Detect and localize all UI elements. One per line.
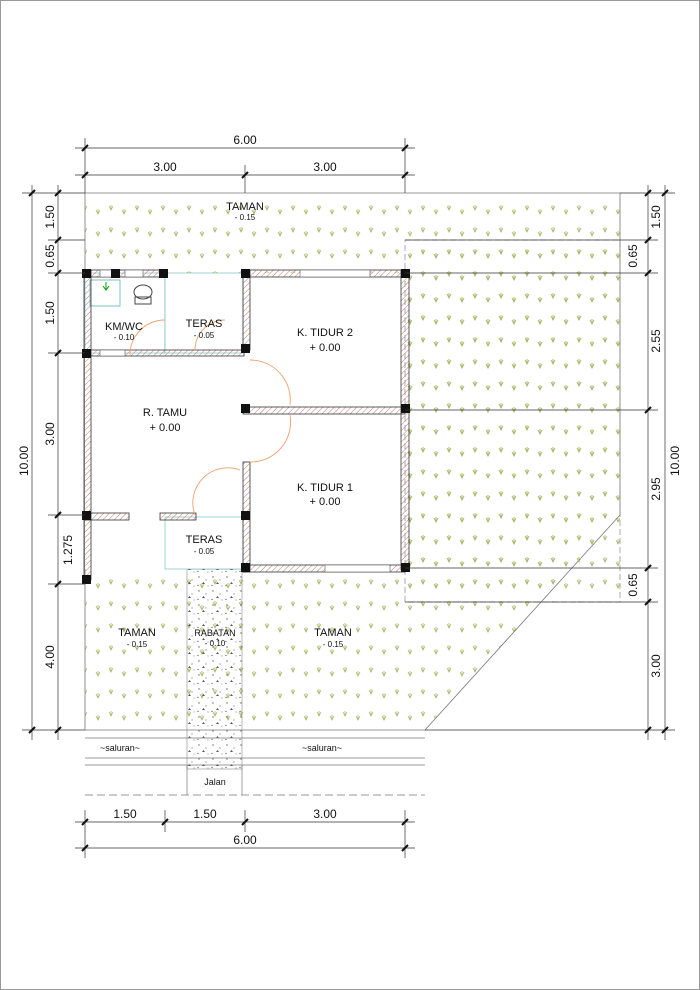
right-zone <box>404 239 621 603</box>
kmwc-label: KM/WC <box>105 321 143 333</box>
teras-top-label: TERAS <box>186 318 223 330</box>
dim-right-3: 2.55 <box>649 329 663 353</box>
teras-top-level: - 0.05 <box>194 331 215 340</box>
windows <box>99 269 391 573</box>
saluran-right-label: ~saluran~ <box>302 743 342 753</box>
dim-left-2: 0.65 <box>43 244 57 268</box>
tidur2-label: K. TIDUR 2 <box>297 327 353 339</box>
teras-bottom-area <box>164 516 244 570</box>
door-swings <box>129 319 292 516</box>
tidur2-level: + 0.00 <box>310 342 341 354</box>
taman-right-label: TAMAN <box>314 627 352 639</box>
taman-right-level: - 0.15 <box>323 640 344 649</box>
teras-top-area <box>164 272 244 354</box>
kmwc-level: - 0.10 <box>114 333 135 342</box>
dim-right-5: 0.65 <box>626 573 640 597</box>
street-lines <box>85 737 425 796</box>
dim-bottom-c: 3.00 <box>313 807 337 821</box>
tamu-label: R. TAMU <box>143 407 187 419</box>
rabatan-path <box>186 568 243 770</box>
teras-bottom-label: TERAS <box>186 534 223 546</box>
dim-right-1: 1.50 <box>649 205 663 229</box>
dim-left-total: 10.00 <box>17 446 31 476</box>
dim-left-5: 1.275 <box>61 535 75 565</box>
dim-left-3: 1.50 <box>43 301 57 325</box>
taman-left-label: TAMAN <box>118 627 156 639</box>
drain-icon <box>102 282 110 291</box>
dim-bottom-b: 1.50 <box>193 807 217 821</box>
dim-top-right: 3.00 <box>313 160 337 174</box>
dim-right-6: 3.00 <box>649 654 663 678</box>
dim-right-2: 0.65 <box>626 244 640 268</box>
dim-top-total: 6.00 <box>233 133 257 147</box>
dim-top-left: 3.00 <box>153 160 177 174</box>
dim-right-total: 10.00 <box>668 446 682 476</box>
saluran-left-label: ~saluran~ <box>100 743 140 753</box>
dim-left-1: 1.50 <box>43 205 57 229</box>
rabatan-level: - 0.10 <box>205 639 226 648</box>
dimension-texts: 6.00 3.00 3.00 1.50 1.50 3.00 6.00 10.00… <box>17 133 682 847</box>
tidur1-label: K. TIDUR 1 <box>297 482 353 494</box>
rabatan-label: RABATAN <box>194 628 235 638</box>
room-labels: TAMAN - 0.15 KM/WC - 0.10 TERAS - 0.05 K… <box>105 201 353 649</box>
tidur1-level: + 0.00 <box>310 496 341 508</box>
columns <box>82 269 410 584</box>
dim-left-6: 4.00 <box>43 645 57 669</box>
jalan-label: Jalan <box>204 777 226 787</box>
dim-bottom-total: 6.00 <box>233 833 257 847</box>
toilet-icon <box>133 284 153 300</box>
teras-bottom-level: - 0.05 <box>194 547 215 556</box>
tamu-level: + 0.00 <box>150 422 181 434</box>
dim-left-4: 3.00 <box>43 422 57 446</box>
taman-left-level: - 0.15 <box>127 640 148 649</box>
taman-top-level: - 0.15 <box>235 213 256 222</box>
dim-right-4: 2.95 <box>649 477 663 501</box>
taman-top-label: TAMAN <box>226 201 264 213</box>
dimension-ticks <box>28 144 669 852</box>
dim-bottom-a: 1.50 <box>113 807 137 821</box>
toilet-tank <box>134 296 152 305</box>
